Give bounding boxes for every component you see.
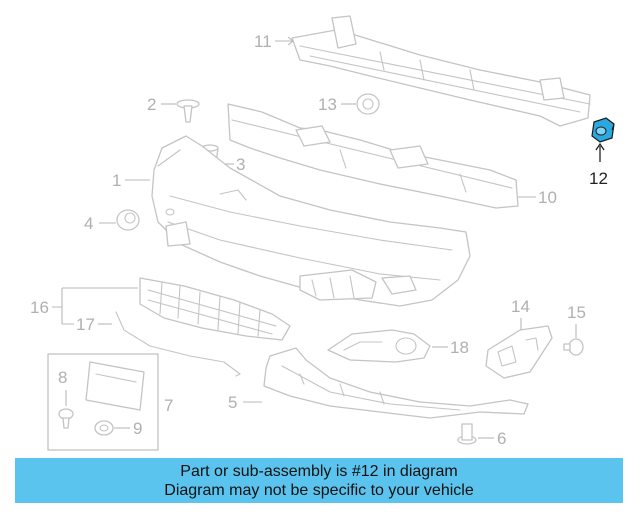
callout-16: 16 bbox=[30, 298, 49, 317]
callout-18: 18 bbox=[450, 338, 469, 357]
part-12-bolt[interactable] bbox=[591, 117, 615, 143]
callout-4: 4 bbox=[84, 214, 93, 233]
part-8-screw[interactable] bbox=[58, 408, 74, 429]
part-16-lower-grille[interactable] bbox=[139, 277, 291, 341]
part-1-bumper-cover[interactable] bbox=[151, 135, 471, 307]
banner-line-1: Part or sub-assembly is #12 in diagram bbox=[180, 462, 458, 480]
part-13-grommet[interactable] bbox=[356, 93, 380, 115]
callout-17: 17 bbox=[76, 315, 95, 334]
part-18-fog-trim[interactable] bbox=[327, 329, 431, 363]
leader-12-arrow bbox=[595, 142, 605, 151]
parts-diagram: 11 13 12 2 10 3 bbox=[30, 15, 615, 451]
part-15-clip[interactable] bbox=[563, 338, 584, 356]
callout-12: 12 bbox=[589, 169, 608, 188]
callout-8: 8 bbox=[58, 368, 67, 387]
info-banner: Part or sub-assembly is #12 in diagram D… bbox=[15, 458, 623, 503]
part-17-molding[interactable] bbox=[115, 311, 241, 377]
callout-7: 7 bbox=[164, 396, 173, 415]
callout-2: 2 bbox=[147, 95, 156, 114]
callout-5: 5 bbox=[228, 393, 237, 412]
callout-3: 3 bbox=[236, 155, 245, 174]
callout-14: 14 bbox=[511, 297, 530, 316]
callout-11: 11 bbox=[254, 32, 272, 51]
part-10-energy-absorber[interactable] bbox=[227, 103, 519, 209]
callout-9: 9 bbox=[133, 419, 142, 438]
part-4-cap[interactable] bbox=[116, 209, 140, 231]
part-6-stud[interactable] bbox=[457, 423, 477, 445]
callout-13: 13 bbox=[318, 95, 337, 114]
part-5-spoiler[interactable] bbox=[263, 347, 529, 419]
leader-16 bbox=[52, 287, 138, 325]
part-14-bracket[interactable] bbox=[485, 325, 553, 379]
part-7-license-bracket-group[interactable] bbox=[47, 353, 159, 451]
callout-15: 15 bbox=[567, 303, 586, 322]
part-11-reinforcement-bar[interactable] bbox=[291, 15, 591, 127]
part-2-push-pin[interactable] bbox=[176, 99, 200, 123]
callout-6: 6 bbox=[497, 429, 506, 448]
callout-1: 1 bbox=[112, 171, 121, 190]
leader-11-arrow bbox=[287, 36, 294, 46]
callout-10: 10 bbox=[538, 188, 557, 207]
banner-line-2: Diagram may not be specific to your vehi… bbox=[164, 481, 474, 499]
part-9-nut[interactable] bbox=[94, 420, 114, 436]
